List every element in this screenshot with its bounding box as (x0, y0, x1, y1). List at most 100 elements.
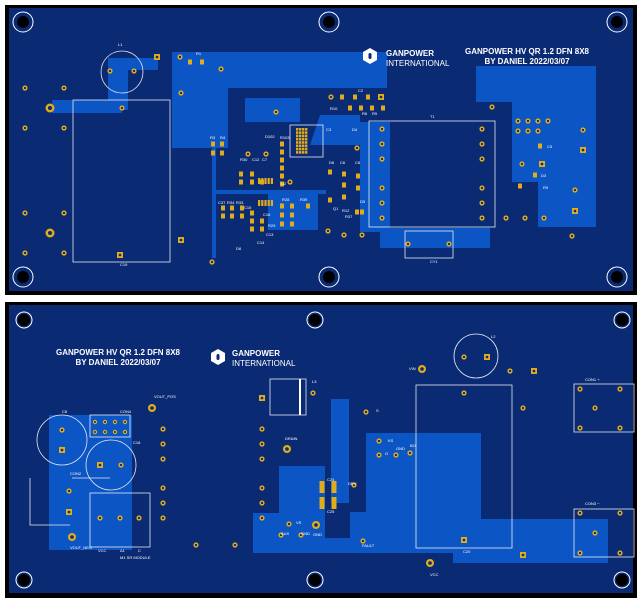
component-label: C18 (133, 440, 141, 445)
smd-pad (239, 179, 243, 185)
component-label: GND (313, 532, 322, 537)
ic-pad (299, 137, 302, 141)
smd-pad (359, 105, 363, 111)
component-label: S (376, 408, 379, 413)
ic-pad (305, 137, 308, 141)
smd-pad (356, 173, 360, 179)
smd-pad (353, 94, 357, 100)
component-label: CON4 (120, 409, 132, 414)
ic-pad (305, 144, 308, 148)
smd-pad (250, 226, 254, 232)
component-label: R10 (330, 106, 338, 111)
ic-pad (296, 131, 299, 134)
smd-pad (366, 94, 370, 100)
smd-pad (356, 185, 360, 191)
mounting-hole-drill (616, 314, 628, 326)
component-label: C2 (358, 88, 364, 93)
mounting-hole-drill (17, 16, 29, 28)
mounting-hole-drill (323, 271, 335, 283)
logo-bottom: GANPOWER INTERNATIONAL (211, 349, 296, 368)
ic-pin (264, 178, 267, 184)
component-label: VCC (98, 548, 107, 553)
component-label: R37 (345, 214, 353, 219)
ic-pad (302, 137, 305, 141)
smd-pad (280, 141, 284, 147)
smd-pad (360, 209, 364, 215)
ic-pad (299, 128, 302, 131)
ic-pad (305, 128, 308, 131)
component-label: L1 (118, 42, 123, 47)
board-title: GANPOWER HV QR 1.2 DFN 8X8 (56, 348, 181, 357)
ic-pad (302, 131, 305, 134)
component-label: R9 (543, 185, 549, 190)
component-label: R33 (236, 200, 244, 205)
smd-pad (280, 203, 284, 209)
component-label: VCC (430, 572, 439, 577)
ic-pad (302, 151, 305, 154)
smd-pad (280, 212, 284, 218)
component-label: R12 (342, 208, 350, 213)
component-label: R34 (227, 200, 235, 205)
component-label: D8 (236, 246, 242, 251)
mounting-hole-drill (309, 314, 321, 326)
smd-pad (319, 481, 325, 493)
ic-pad (299, 134, 302, 138)
ic-pad (296, 147, 299, 151)
smd-pad (306, 203, 310, 209)
smd-pad (230, 213, 234, 219)
logo-sub: INTERNATIONAL (386, 59, 450, 68)
ic-pad (296, 151, 299, 154)
smd-pad (280, 165, 284, 171)
component-label: C20 (463, 549, 471, 554)
smd-pad (280, 181, 284, 187)
component-label: C37 (218, 200, 226, 205)
component-label: C15 (244, 205, 252, 210)
smd-pad (370, 105, 374, 111)
component-label: FAULT (362, 543, 375, 548)
component-label: KS (388, 438, 394, 443)
smd-pad (250, 171, 254, 177)
component-label: A1 (120, 548, 126, 553)
smd-pad (240, 205, 244, 211)
component-label: VOUT_NEG (70, 545, 92, 550)
silkscreen-outlines (72, 50, 496, 263)
mounting-hole-drill (323, 16, 335, 28)
ic-pad (299, 151, 302, 154)
smd-pad (250, 218, 254, 224)
logo-name: GANPOWER (232, 349, 280, 358)
component-label: C16 (263, 212, 271, 217)
smd-pad (250, 179, 254, 185)
smd-pad (340, 94, 344, 100)
mounting-hole-drill (611, 16, 623, 28)
smd-pad (240, 213, 244, 219)
ic-pin (261, 200, 264, 206)
component-label: GND (396, 446, 405, 451)
component-label: VOUT_POS (154, 394, 176, 399)
mounting-hole-drill (611, 271, 623, 283)
component-label: C14 (257, 240, 265, 245)
component-label: R5 (372, 111, 378, 116)
component-label: VS (296, 520, 302, 525)
component-label: CON2 (70, 471, 82, 476)
smd-pad (260, 226, 264, 232)
ic-pad (296, 134, 299, 138)
ic-pad (299, 131, 302, 134)
ic-pad (302, 128, 305, 131)
smd-pad (355, 209, 359, 215)
mounting-hole-drill (17, 271, 29, 283)
component-label: R6 (362, 111, 368, 116)
component-label: L3 (312, 379, 317, 384)
ic-pad (302, 141, 305, 144)
smd-pad (260, 218, 264, 224)
ic-pin (267, 178, 270, 184)
smd-pad (221, 205, 225, 211)
ic-pad (296, 141, 299, 144)
smd-pad (342, 194, 346, 200)
top-board: GANPOWER INTERNATIONAL GANPOWER HV QR 1.… (5, 5, 637, 295)
component-label: C12 (252, 157, 260, 162)
component-label: C8 (355, 160, 361, 165)
component-label: D4 (352, 127, 358, 132)
ic-pad (296, 137, 299, 141)
mounting-hole-drill (18, 314, 30, 326)
